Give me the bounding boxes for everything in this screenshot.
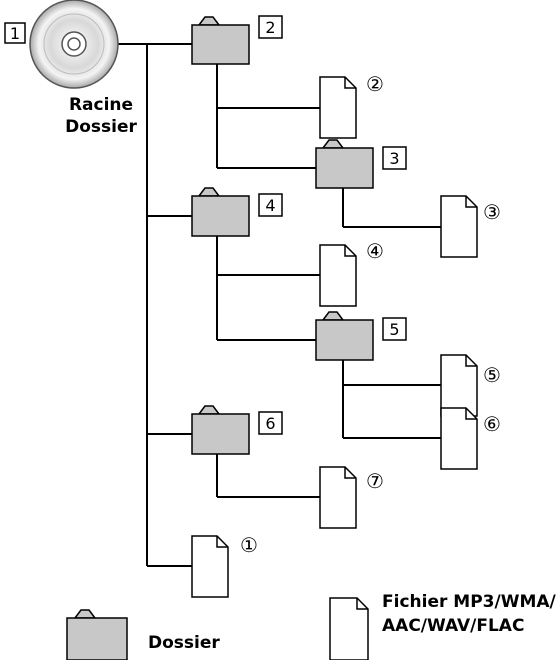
legend-file-label-line1: Fichier MP3/WMA/ [382, 592, 556, 612]
root-label-line1: Racine [68, 95, 134, 115]
legend-file-icon [329, 597, 369, 660]
root-folder-label: Racine Dossier [36, 94, 166, 138]
folder-icon [191, 187, 250, 237]
svg-text:6: 6 [265, 414, 275, 433]
file-number: ⑤ [483, 363, 501, 387]
file-number: ② [366, 72, 384, 96]
disc-icon [29, 0, 119, 89]
legend-file-label: Fichier MP3/WMA/ AAC/WAV/FLAC [382, 590, 556, 638]
folder-icon [191, 405, 250, 455]
legend-folder-icon [66, 609, 128, 660]
svg-text:4: 4 [265, 196, 275, 215]
svg-text:2: 2 [265, 18, 275, 37]
file-icon [319, 466, 357, 529]
folder-icon [315, 311, 374, 361]
folder-number-box: 3 [382, 146, 407, 170]
folder-icon [191, 16, 250, 65]
folder-icon [315, 139, 374, 189]
file-number: ③ [483, 200, 501, 224]
root-number-box: 1 [4, 22, 26, 44]
tree-connectors [118, 43, 441, 567]
file-number: ⑥ [483, 412, 501, 436]
file-icon [191, 535, 229, 598]
folder-number-box: 6 [258, 411, 283, 435]
svg-text:3: 3 [389, 149, 399, 168]
root-number: 1 [10, 24, 20, 43]
file-icon [319, 76, 357, 139]
file-icon [440, 354, 478, 417]
file-number: ⑦ [366, 469, 384, 493]
root-label-line2: Dossier [65, 117, 137, 137]
folder-number-box: 5 [382, 317, 407, 341]
folder-number-box: 4 [258, 193, 283, 217]
file-icon [440, 195, 478, 258]
file-number: ④ [366, 239, 384, 263]
file-number: ① [240, 533, 258, 557]
file-icon [440, 407, 478, 470]
legend-folder-label: Dossier [148, 633, 220, 653]
legend-file-label-line2: AAC/WAV/FLAC [382, 616, 525, 636]
folder-number-box: 2 [258, 15, 283, 39]
file-icon [319, 244, 357, 307]
svg-text:5: 5 [389, 320, 399, 339]
